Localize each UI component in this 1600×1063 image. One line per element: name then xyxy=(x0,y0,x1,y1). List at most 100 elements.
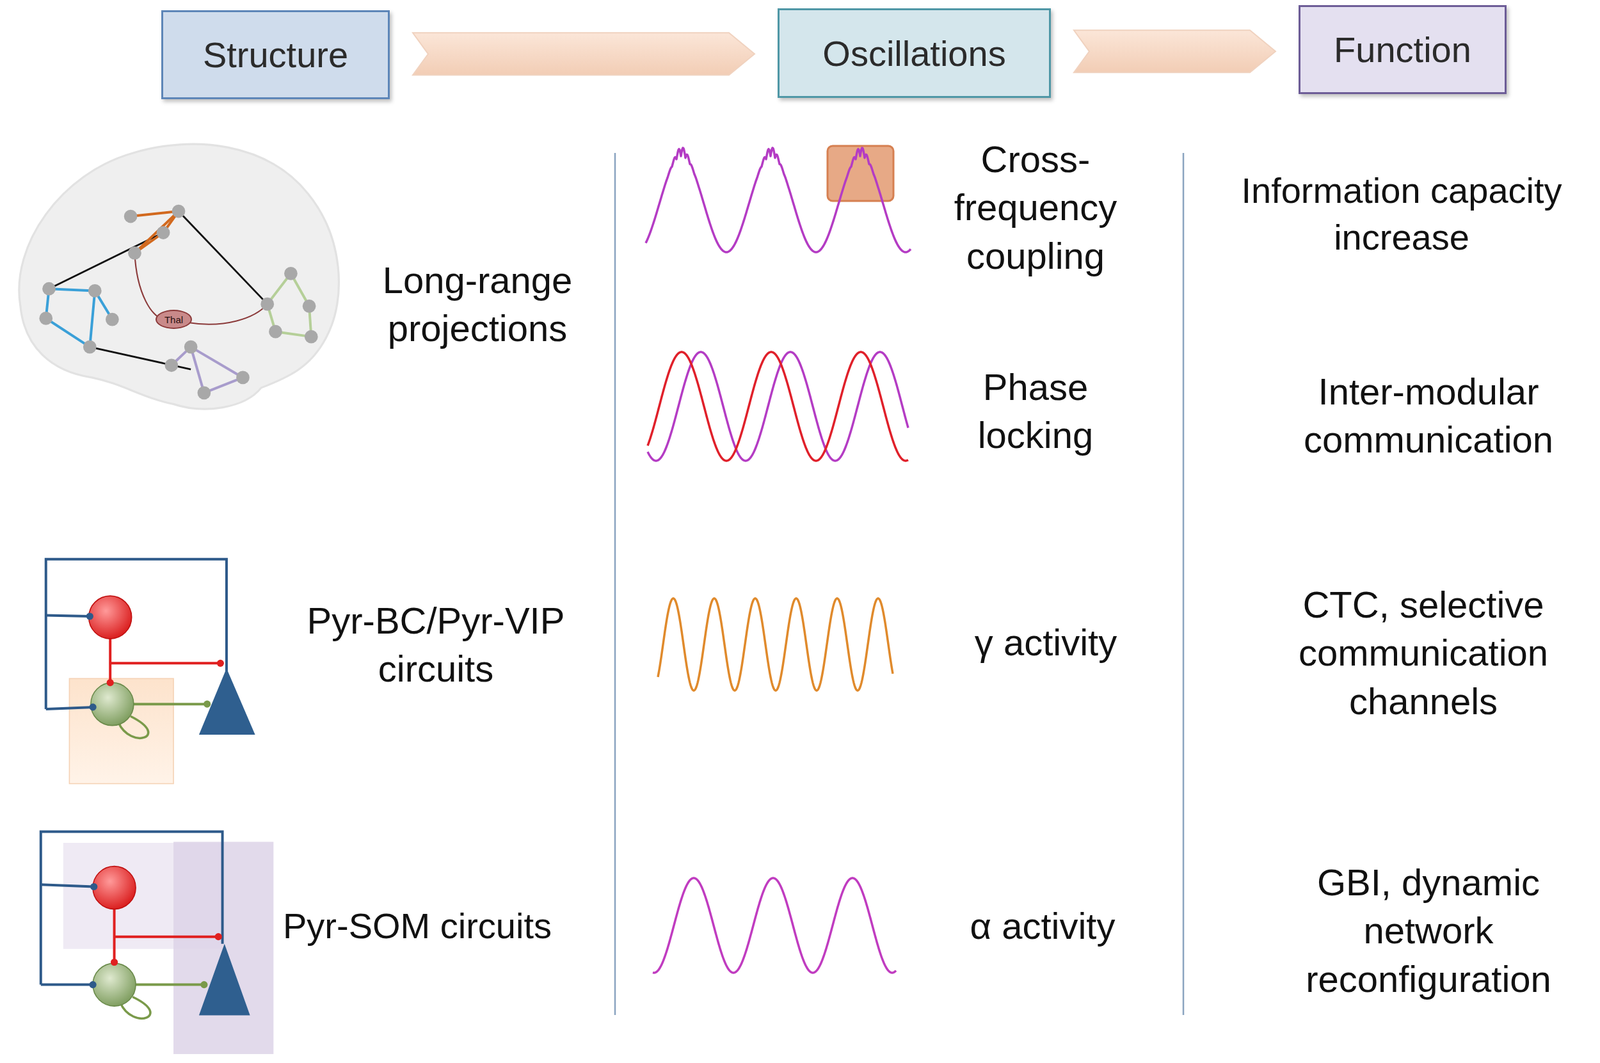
oscillation-label: γ activity xyxy=(930,618,1161,667)
function-label: GBI, dynamic network reconfiguration xyxy=(1278,858,1579,1003)
brain-network-part-part xyxy=(156,225,171,240)
brain-network-part-part xyxy=(186,304,268,325)
header-box: Function xyxy=(1298,5,1507,95)
oscillation-traces-part xyxy=(645,147,911,253)
pyr-bc-circuit-part xyxy=(86,612,97,711)
oscillation-traces-part xyxy=(647,352,909,461)
node-text: Oscillations xyxy=(822,32,1006,75)
brain-network-part-part xyxy=(128,246,142,260)
brain-network-part-part xyxy=(105,312,120,327)
brain-network-part-part xyxy=(260,297,274,312)
pyr-bc-circuit-part xyxy=(69,678,174,784)
brain-network-part xyxy=(130,211,179,253)
brain-network-part-part xyxy=(304,330,319,344)
pyr-bc-circuit-part xyxy=(203,700,211,708)
divider-lines-part xyxy=(1182,152,1185,1016)
structure-label: Pyr-SOM circuits xyxy=(282,903,610,950)
pyr-som-circuit-part xyxy=(92,963,136,1007)
pyr-som-circuit-part xyxy=(40,831,223,985)
pyr-som-circuit-part-part xyxy=(89,981,97,989)
pyr-bc-circuit-part xyxy=(46,559,227,710)
oscillation-traces-part xyxy=(647,352,909,461)
pyr-som-circuit-part-part xyxy=(40,884,95,887)
brain-network-part-part xyxy=(130,211,179,217)
pyr-som-circuit-part-part xyxy=(40,983,95,987)
brain-network-part-part xyxy=(124,209,138,224)
pyr-bc-circuit-part-part xyxy=(106,679,114,687)
brain-network-part-part xyxy=(88,284,102,298)
structure-label: Pyr-BC/Pyr-VIP circuits xyxy=(285,596,587,694)
node-text: Function xyxy=(1333,28,1472,71)
node-text: Thal xyxy=(164,314,184,326)
brain-network-part-part xyxy=(46,318,91,347)
pyr-bc-circuit-part-part xyxy=(46,559,227,710)
pyr-som-circuit-part-part xyxy=(90,883,98,891)
pyr-bc-circuit-part-part xyxy=(108,638,112,685)
pyr-bc-circuit-part xyxy=(106,659,224,687)
pyr-som-circuit-part-part xyxy=(40,831,223,985)
pyr-som-circuit-part xyxy=(110,933,223,966)
pyr-som-circuit-part xyxy=(89,883,98,989)
brain-network-part-part xyxy=(178,211,268,304)
pyr-som-circuit-part-part xyxy=(114,935,219,939)
brain-network-part-part xyxy=(89,290,95,347)
pyr-bc-circuit-part-part xyxy=(46,615,91,617)
pyr-som-circuit-part xyxy=(134,983,204,987)
oscillation-label: α activity xyxy=(927,901,1158,950)
pyr-bc-circuit-part-part xyxy=(216,659,224,667)
brain-network-part-part xyxy=(134,252,161,319)
divider-lines xyxy=(615,152,1184,1016)
brain-network-part-part xyxy=(190,346,243,378)
function-label: CTC, selective communication channels xyxy=(1276,580,1571,726)
oscillation-traces-part xyxy=(657,598,893,691)
structure-label: Long-range projections xyxy=(349,256,606,353)
pyr-som-circuit-part-part xyxy=(110,958,118,966)
pyr-bc-circuit-part-part xyxy=(89,703,97,711)
brain-network-part-part xyxy=(197,385,212,400)
pyr-bc-circuit-part-part xyxy=(110,661,221,665)
function-label: Inter-modular communication xyxy=(1281,367,1576,464)
brain-network-part xyxy=(171,346,244,393)
pyr-som-circuit-part xyxy=(92,866,136,910)
brain-network-part-part xyxy=(42,282,56,296)
pyr-bc-circuit-part-part xyxy=(86,612,94,620)
oscillation-label: Cross-frequency coupling xyxy=(929,135,1142,280)
pyr-som-circuit-part xyxy=(199,944,251,1016)
pyr-som-circuit xyxy=(40,831,274,1055)
divider-lines-part xyxy=(614,152,617,1016)
brain-network-part-part xyxy=(134,211,179,253)
pyr-bc-circuit-part xyxy=(110,638,221,685)
function-label: Information capacity increase xyxy=(1209,167,1594,262)
pyr-som-circuit-part xyxy=(114,909,219,964)
oscillation-traces xyxy=(645,145,911,973)
pyr-bc-circuit-part xyxy=(88,595,132,639)
flow-arrow xyxy=(1073,30,1276,73)
thalamus-node: Thal xyxy=(155,309,192,329)
pyr-som-circuit-part xyxy=(200,981,208,989)
brain-network-part-part xyxy=(268,325,283,339)
pyr-bc-circuit xyxy=(46,559,256,784)
brain-network-part-part xyxy=(236,371,250,385)
brain-network-part-part xyxy=(172,204,186,219)
brain-network-part xyxy=(39,204,318,400)
brain-network-part-part xyxy=(49,288,96,291)
brain-network-part-part xyxy=(184,340,198,354)
brain-network-part-part xyxy=(39,311,53,326)
pyr-bc-circuit-part-part xyxy=(46,707,95,710)
oscillation-label: Phase locking xyxy=(929,362,1142,460)
brain-network-part-part xyxy=(302,299,317,313)
pyr-bc-circuit-part xyxy=(90,682,134,726)
brain-network-part xyxy=(49,211,268,370)
brain-network-part xyxy=(46,288,113,347)
pyr-bc-circuit-part xyxy=(132,702,207,706)
flow-arrow xyxy=(412,32,755,75)
brain-network-part-part xyxy=(164,358,178,372)
brain-network xyxy=(19,144,340,409)
brain-network-part xyxy=(134,252,267,324)
node-text: Structure xyxy=(202,33,349,76)
oscillation-traces-part xyxy=(652,878,896,973)
header-box: Structure xyxy=(161,10,390,100)
pyr-som-circuit-part-part xyxy=(215,933,223,941)
